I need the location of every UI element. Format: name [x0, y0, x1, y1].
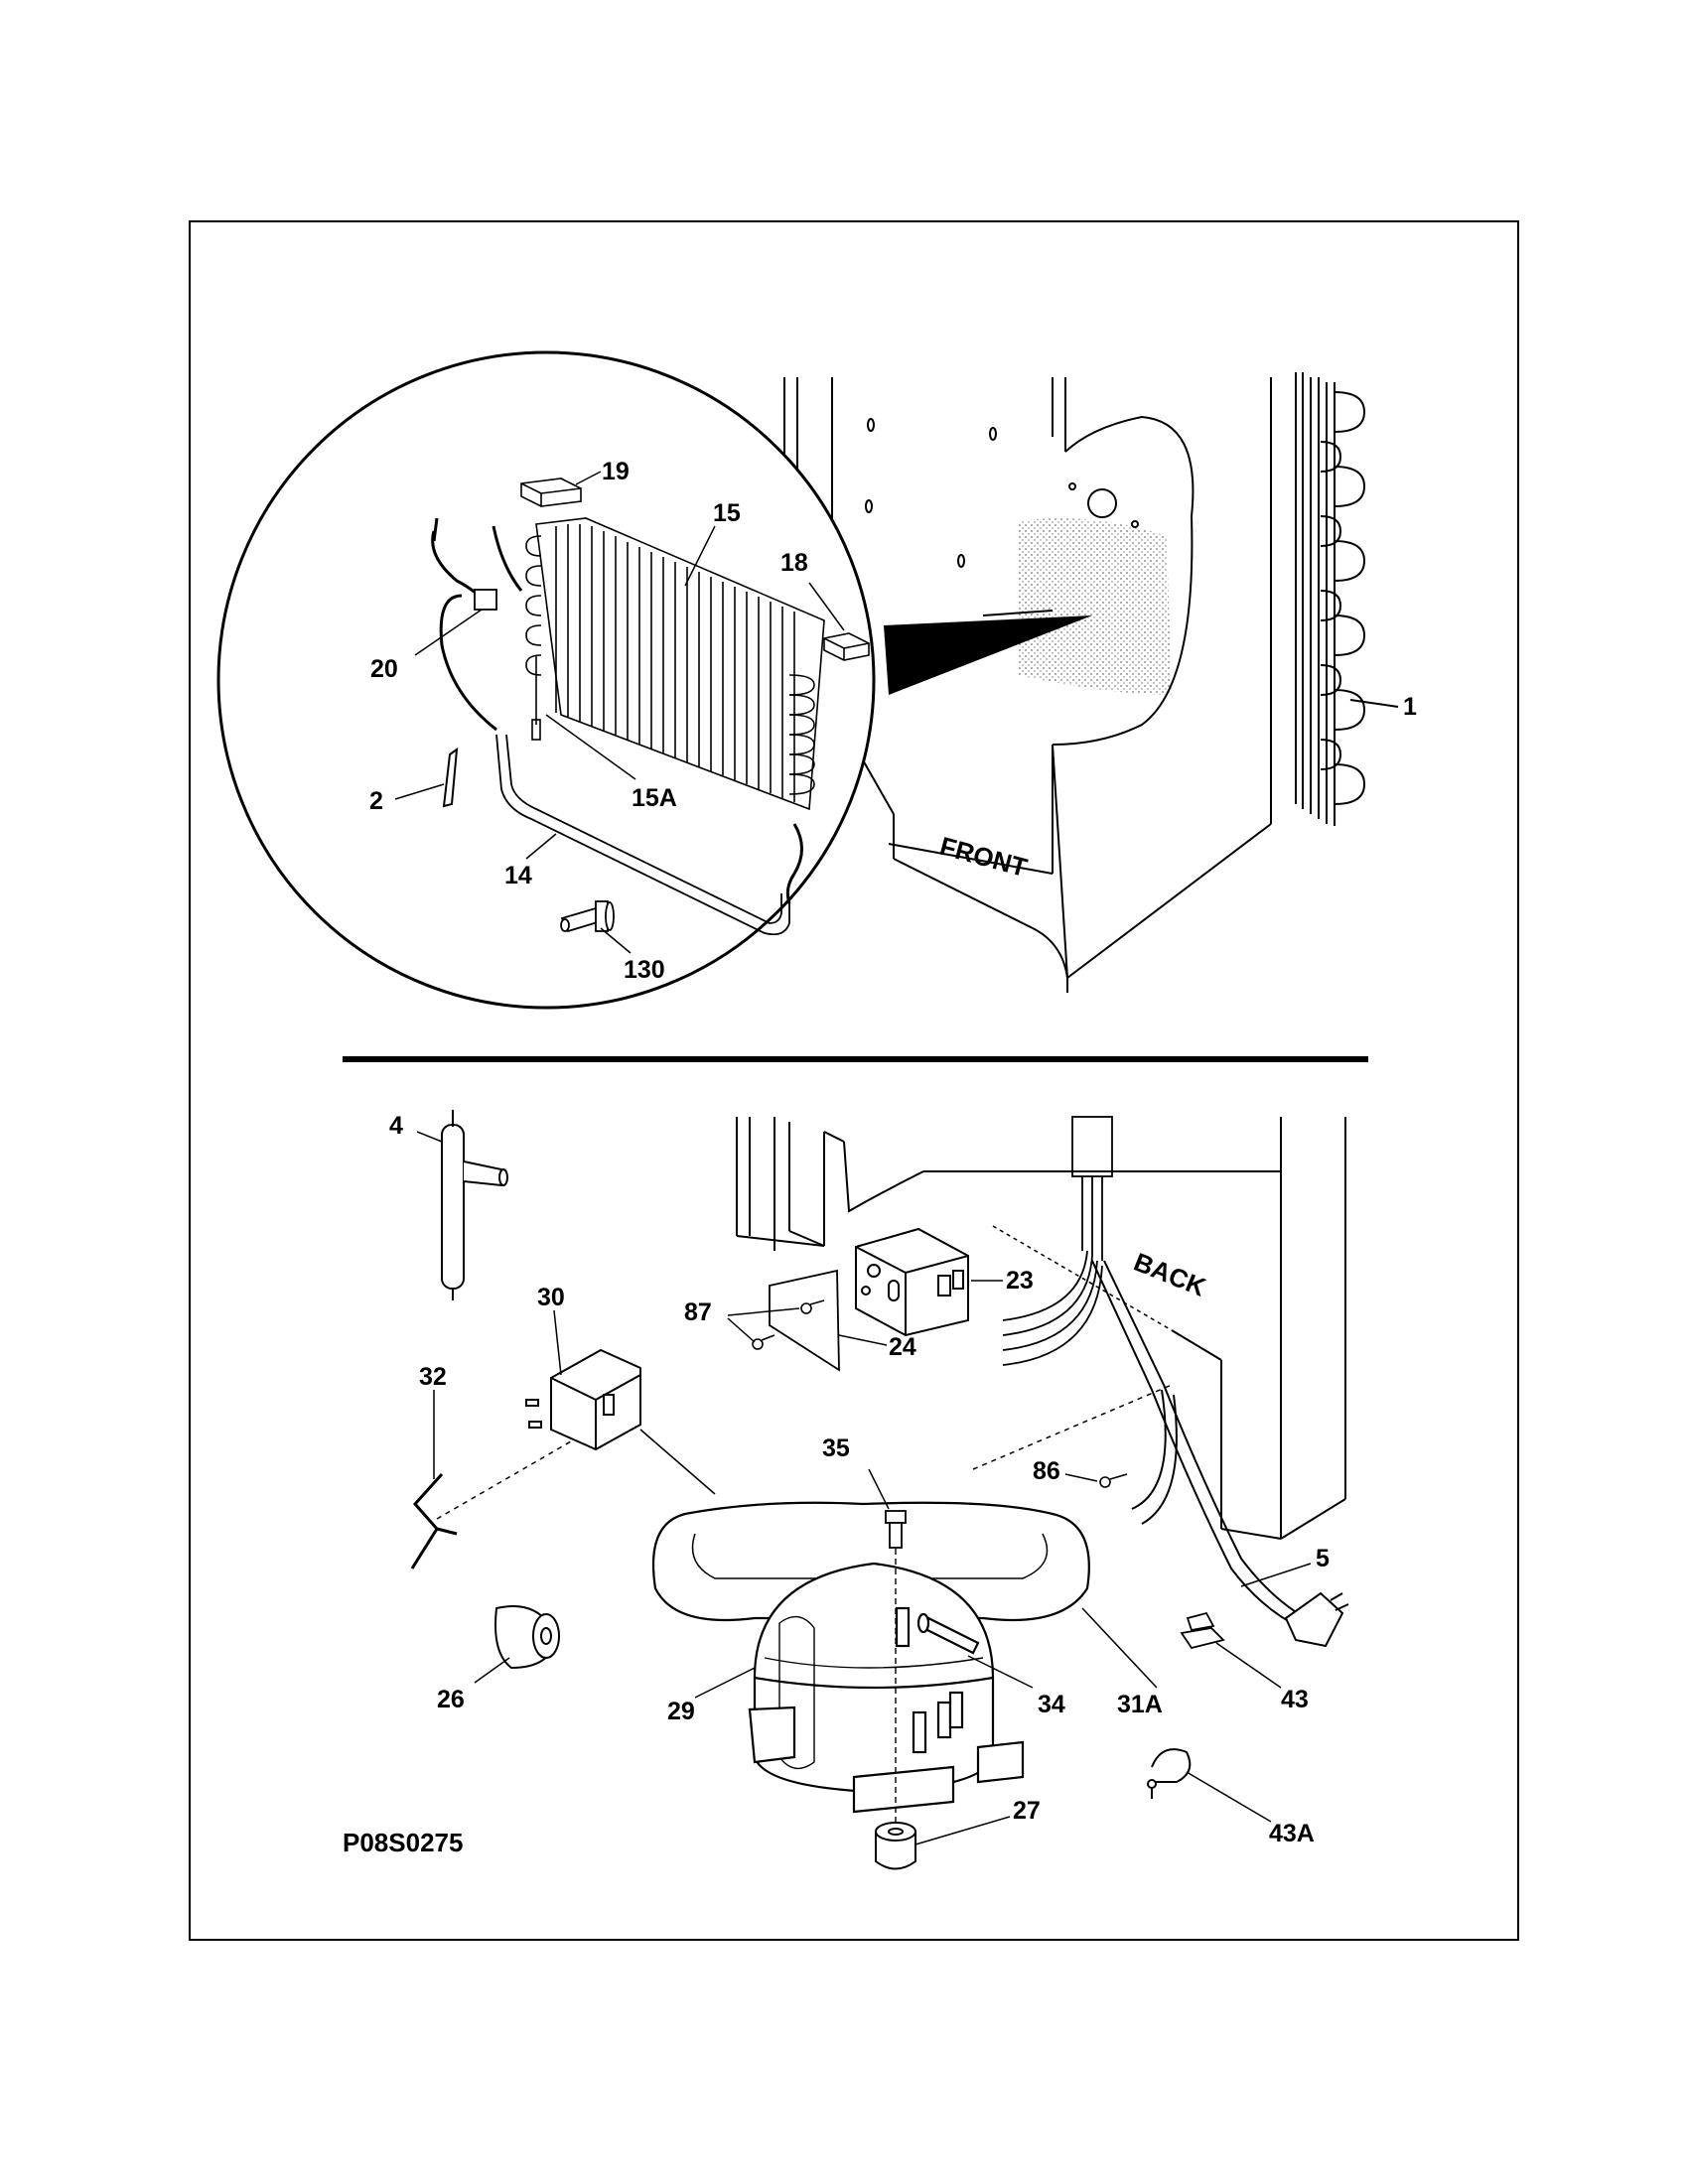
condenser-coil: [1295, 372, 1399, 826]
callout-29: 29: [667, 1698, 695, 1725]
callout-23: 23: [1006, 1267, 1034, 1295]
part-31a-inner: [691, 1533, 1049, 1579]
callout-26: 26: [437, 1686, 465, 1713]
part-86-screw: [1099, 1473, 1128, 1488]
part-30-relay: [525, 1348, 641, 1451]
leader-20: [414, 609, 483, 656]
callout-18: 18: [780, 549, 808, 577]
compartment-dashed-back: [992, 1225, 1173, 1331]
callout-24: 24: [889, 1333, 916, 1361]
callout-43a: 43A: [1269, 1820, 1315, 1847]
detail-pointer: [884, 615, 1092, 695]
callout-27: 27: [1013, 1797, 1041, 1825]
callout-130: 130: [624, 956, 665, 984]
callout-2: 2: [369, 787, 383, 815]
callout-32: 32: [419, 1363, 447, 1391]
compartment-dashed-floor: [972, 1384, 1173, 1470]
part-2-clip: [442, 747, 459, 808]
part-87-screws: [752, 1299, 825, 1350]
callout-43: 43: [1281, 1686, 1309, 1713]
leader-24: [838, 1334, 888, 1346]
callout-31a: 31A: [1117, 1691, 1163, 1718]
part-4-drier: [441, 1110, 508, 1300]
part-31a-base: [651, 1501, 1090, 1622]
dashed-32: [436, 1440, 572, 1520]
callout-1: 1: [1403, 693, 1417, 721]
leader-34: [967, 1655, 1034, 1689]
leader-130: [600, 927, 632, 954]
leader-35: [868, 1468, 890, 1510]
part-20-thermostat: [474, 589, 497, 611]
part-35-bolt: [885, 1510, 907, 1549]
drawing-code: P08S0275: [343, 1828, 463, 1857]
leader-30: [553, 1309, 562, 1376]
callout-35: 35: [822, 1434, 850, 1462]
callout-87: 87: [684, 1298, 712, 1326]
callout-14: 14: [504, 862, 532, 889]
leader-4: [416, 1131, 443, 1143]
leader-43a: [1186, 1771, 1272, 1823]
leader-29: [694, 1667, 756, 1699]
callout-34: 34: [1038, 1691, 1065, 1718]
label-back: BACK: [1130, 1247, 1210, 1302]
leader-5: [1240, 1563, 1312, 1587]
part-23-timer: [855, 1227, 969, 1337]
part-20-harness: [431, 517, 523, 732]
part-14-drain-tube: [495, 734, 803, 936]
callout-5: 5: [1316, 1545, 1330, 1572]
part-130-plug: [560, 900, 615, 933]
part-19-block: [520, 478, 582, 507]
part-18-block: [823, 632, 870, 661]
leader-18: [808, 582, 845, 631]
part-43-clip: [1180, 1611, 1225, 1650]
part-5-power-cord: [1091, 1260, 1307, 1629]
evaporator-assembly: [525, 517, 825, 811]
leader-14: [525, 833, 557, 860]
part-29-compressor: [748, 1562, 1025, 1814]
timer-wire-harness: [1002, 1116, 1113, 1366]
callout-19: 19: [602, 458, 630, 485]
detail-circle: [216, 350, 876, 1010]
diagram-border: [189, 220, 1519, 1941]
leader-30-link: [639, 1429, 716, 1495]
callout-15: 15: [713, 499, 741, 527]
part-43a-clamp: [1147, 1748, 1192, 1799]
callout-4: 4: [389, 1112, 403, 1140]
stippled-shroud: [1018, 518, 1172, 695]
label-front: FRONT: [936, 831, 1030, 883]
leader-87a: [727, 1307, 800, 1316]
callout-20: 20: [370, 655, 398, 683]
leader-15a: [545, 714, 636, 780]
leader-27: [914, 1816, 1011, 1845]
part-5-plug: [1284, 1591, 1349, 1648]
leader-2: [394, 783, 445, 800]
part-24-bracket: [769, 1269, 840, 1372]
part-32-clip: [410, 1472, 458, 1570]
leader-15: [684, 525, 716, 587]
callout-15a: 15A: [632, 784, 677, 812]
part-27-grommet: [875, 1822, 916, 1870]
callout-30: 30: [537, 1284, 565, 1311]
part-26-grommet: [494, 1605, 560, 1670]
leader-31a: [1081, 1607, 1158, 1689]
leader-87b: [727, 1317, 756, 1343]
machine-compartment: [736, 1117, 1346, 1540]
leader-26: [474, 1657, 510, 1684]
leader-19: [575, 471, 602, 485]
callout-86: 86: [1033, 1457, 1060, 1485]
leader-43: [1215, 1642, 1282, 1689]
leader-86: [1064, 1473, 1098, 1482]
